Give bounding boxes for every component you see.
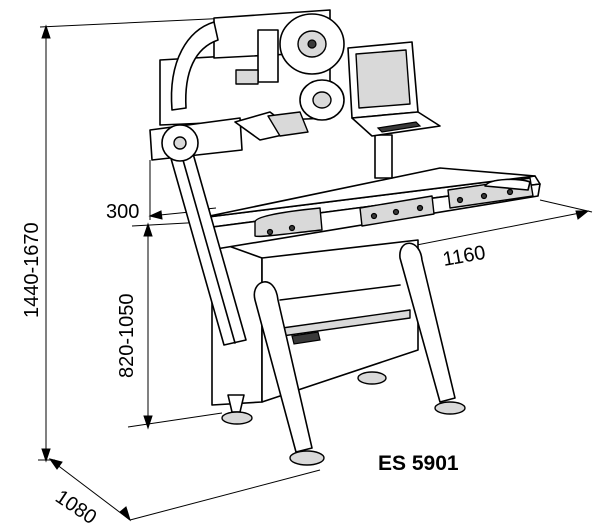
dim-table-height: 820-1050	[116, 293, 138, 378]
support-column	[169, 134, 393, 346]
dim-total-height: 1440-1670	[21, 222, 43, 318]
dimension-lines	[38, 17, 593, 522]
touchscreen-monitor	[347, 41, 441, 137]
dim-offset: 300	[106, 201, 139, 223]
dimension-labels: 1440-1670 820-1050 300 1160 1080 ES 5901	[21, 201, 487, 528]
model-name: ES 5901	[378, 452, 459, 475]
conveyor-table	[199, 167, 541, 251]
labeler-head	[149, 9, 345, 162]
dim-length: 1160	[441, 242, 487, 271]
base-frame	[211, 239, 466, 466]
